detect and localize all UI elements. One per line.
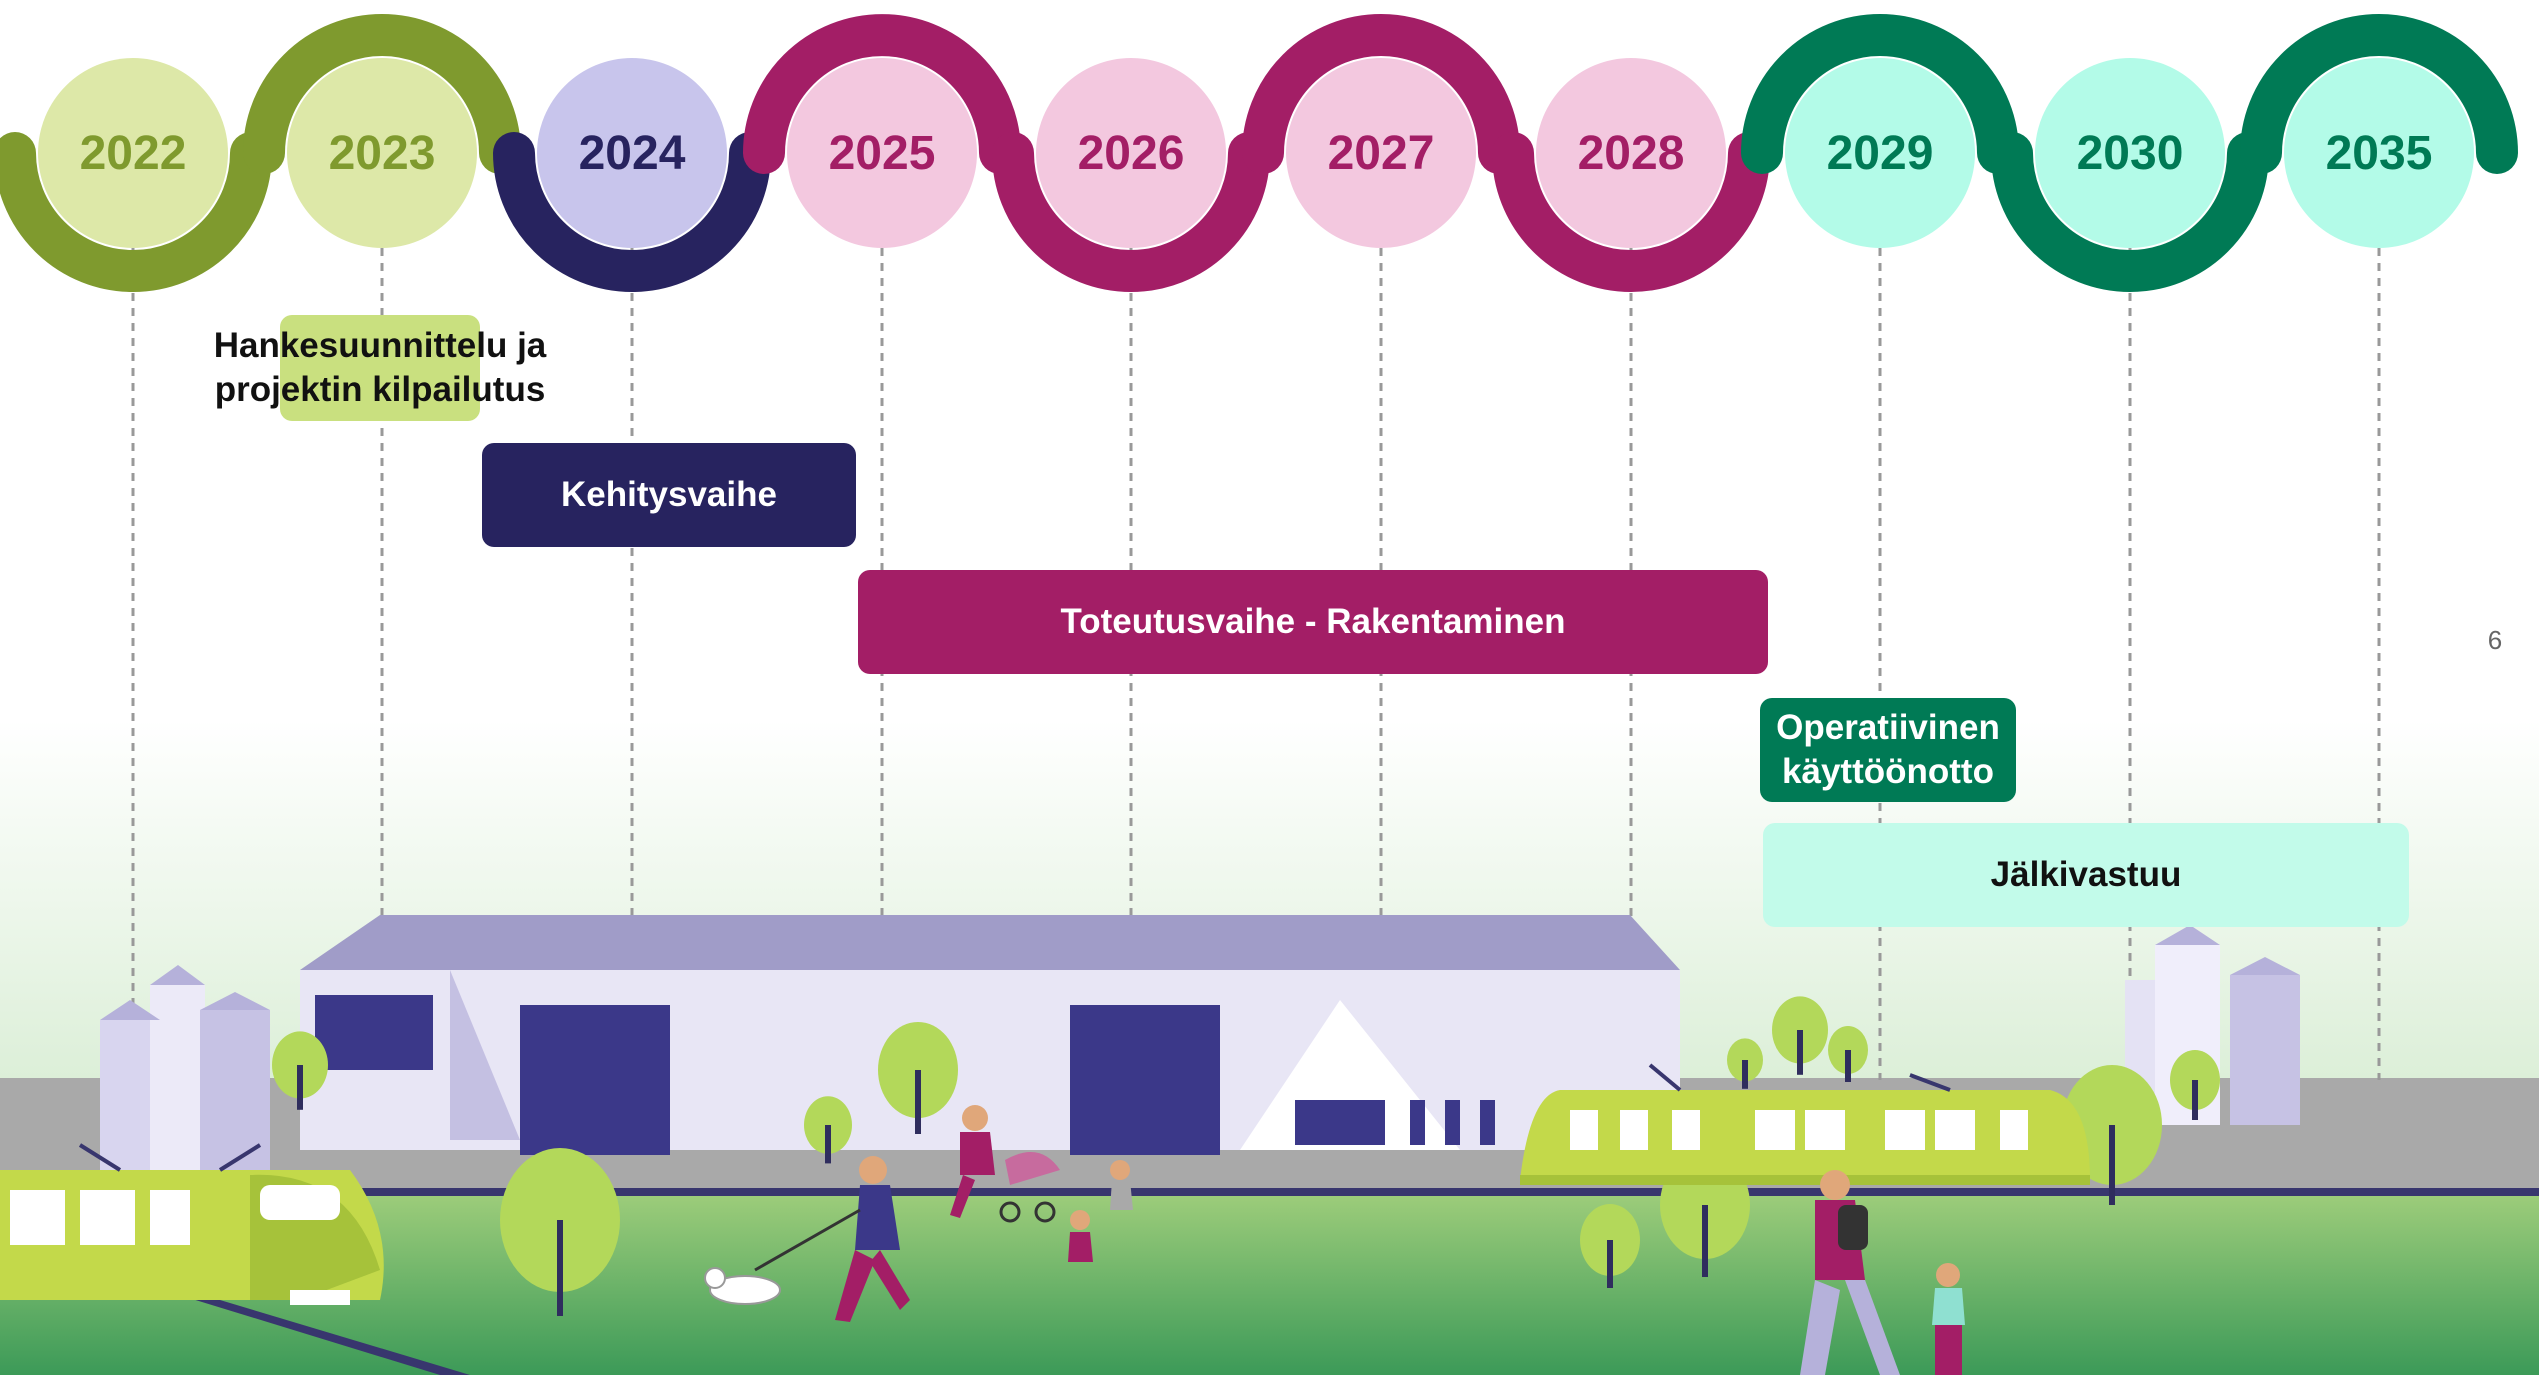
- tree: [1727, 1038, 1763, 1089]
- year-label-2027: 2027: [1327, 126, 1435, 180]
- tree: [804, 1096, 852, 1164]
- year-circle-2025: [787, 58, 977, 248]
- right-tram: [1520, 1063, 2090, 1185]
- year-circle-2023: [287, 58, 477, 248]
- year-circle-2026: [1036, 58, 1226, 248]
- year-circle-2022: [38, 58, 228, 248]
- tree: [1828, 1026, 1868, 1082]
- phase-hankesuunnittelu: [280, 315, 480, 421]
- year-arc-2027: [1242, 14, 1520, 174]
- year-circle-2027: [1286, 58, 1476, 248]
- phase-jalkivastuu: Jälkivastuu: [1763, 823, 2409, 927]
- tree: [1772, 996, 1828, 1075]
- year-circle-2028: [1536, 58, 1726, 248]
- year-arc-2023: [243, 14, 521, 174]
- year-label-2029: 2029: [1826, 126, 1934, 180]
- year-label-2023: 2023: [328, 126, 436, 180]
- year-arc-2028: [1492, 132, 1770, 292]
- year-arc-2025: [743, 14, 1021, 174]
- year-circle-2035: [2284, 58, 2474, 248]
- year-label-2030: 2030: [2076, 126, 2184, 180]
- year-label-2022: 2022: [79, 126, 187, 180]
- tram-rail: [0, 1188, 2539, 1196]
- year-arc-2026: [992, 132, 1270, 292]
- year-arc-2030: [1991, 132, 2269, 292]
- people: [704, 1105, 1965, 1375]
- year-circle-2024: [537, 58, 727, 248]
- year-label-2028: 2028: [1577, 126, 1685, 180]
- left-tram: [0, 1143, 384, 1305]
- year-arc-2024: [493, 132, 771, 292]
- tree: [1580, 1204, 1640, 1288]
- year-arc-2022: [0, 132, 272, 292]
- tree: [2170, 1050, 2220, 1120]
- tree: [272, 1031, 328, 1110]
- year-label-2025: 2025: [828, 126, 936, 180]
- tree: [500, 1148, 620, 1316]
- year-arc-2035: [2240, 14, 2518, 174]
- phase-hankesuunnittelu-label: Hankesuunnittelu ja projektin kilpailutu…: [213, 326, 547, 409]
- grass: [0, 1196, 2539, 1375]
- year-arcs: [0, 14, 2518, 292]
- year-arc-2029: [1741, 14, 2019, 174]
- page-number: 6: [2487, 625, 2503, 655]
- phase-operatiivinen: Operatiivinen käyttöönotto: [1760, 698, 2016, 802]
- station-building: [300, 915, 1680, 1155]
- tree: [878, 1022, 958, 1134]
- year-circles: [38, 58, 2474, 248]
- year-label-2026: 2026: [1077, 126, 1185, 180]
- year-label-2024: 2024: [578, 126, 686, 180]
- year-circle-2030: [2035, 58, 2225, 248]
- phase-kehitysvaihe: Kehitysvaihe: [482, 443, 856, 547]
- year-circle-2029: [1785, 58, 1975, 248]
- phase-toteutusvaihe: Toteutusvaihe - Rakentaminen: [858, 570, 1768, 674]
- year-label-2035: 2035: [2325, 126, 2433, 180]
